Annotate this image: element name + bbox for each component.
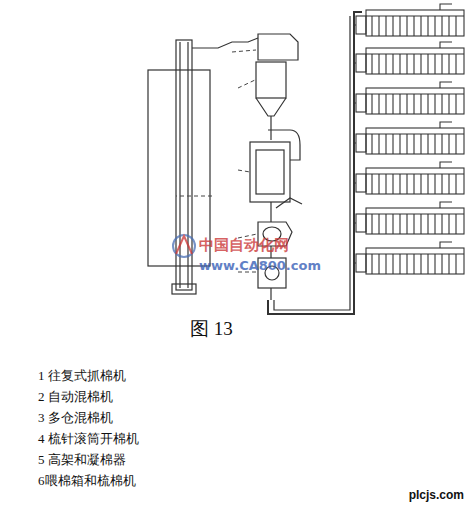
watermark-logo xyxy=(173,235,195,257)
carding-machine xyxy=(354,242,464,274)
carding-machine xyxy=(354,122,464,154)
hopper xyxy=(256,62,286,98)
legend-item: 3 多仓混棉机 xyxy=(38,409,113,427)
watermark: www.CA800.com xyxy=(199,258,321,273)
duct xyxy=(192,38,258,48)
site-mark: plcjs.com xyxy=(409,488,464,502)
carding-machine xyxy=(354,82,464,114)
figure-caption: 图 13 xyxy=(190,316,233,342)
legend-item: 1 往复式抓棉机 xyxy=(38,367,126,385)
watermark: 中国自动化网 xyxy=(199,236,289,255)
carding-machines xyxy=(354,4,464,274)
legend-item: 6喂棉箱和梳棉机 xyxy=(38,472,136,490)
condenser xyxy=(258,34,298,60)
carding-machine xyxy=(354,4,464,36)
legend-item: 2 自动混棉机 xyxy=(38,388,113,406)
multi-mixer xyxy=(250,142,290,202)
carding-machine xyxy=(354,42,464,74)
legend-item: 5 高架和凝棉器 xyxy=(38,451,126,469)
carding-machine xyxy=(354,162,464,194)
carding-machine xyxy=(354,202,464,234)
legend-item: 4 梳针滚筒开棉机 xyxy=(38,430,139,448)
opener-tower xyxy=(176,40,192,290)
